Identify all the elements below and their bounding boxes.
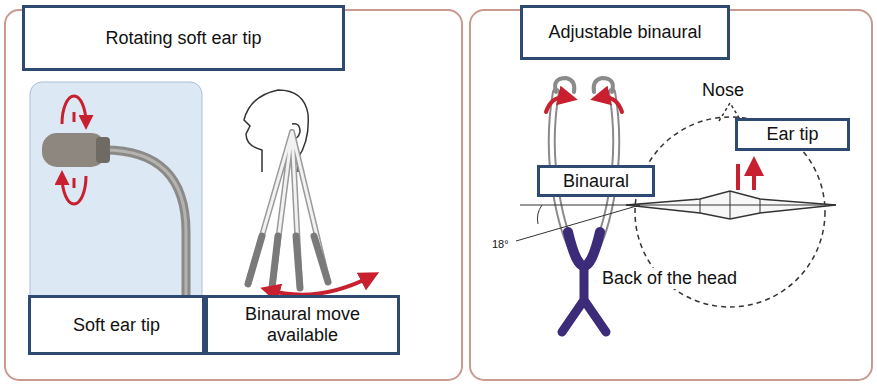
annotation-label: Nose: [700, 80, 746, 101]
head-top-view: [516, 103, 836, 307]
label-text: Soft ear tip: [73, 315, 160, 336]
label-text: Binaural move available: [214, 304, 391, 345]
label-box: Soft ear tip: [28, 295, 205, 355]
label-box: Binaural: [537, 165, 655, 197]
label-text: Adjustable binaural: [548, 22, 701, 43]
label-box: Ear tip: [735, 118, 850, 151]
annotation-label: Back of the head: [600, 268, 739, 289]
label-text: Rotating soft ear tip: [105, 28, 261, 49]
label-text: Binaural: [563, 171, 629, 192]
annotation-label: 18°: [490, 238, 511, 251]
label-text: Ear tip: [766, 124, 818, 145]
label-box: Rotating soft ear tip: [22, 5, 345, 71]
binaural-fan: [248, 132, 372, 295]
right-panel: [470, 10, 872, 380]
label-box: Binaural move available: [205, 295, 400, 355]
label-box: Adjustable binaural: [520, 5, 730, 60]
